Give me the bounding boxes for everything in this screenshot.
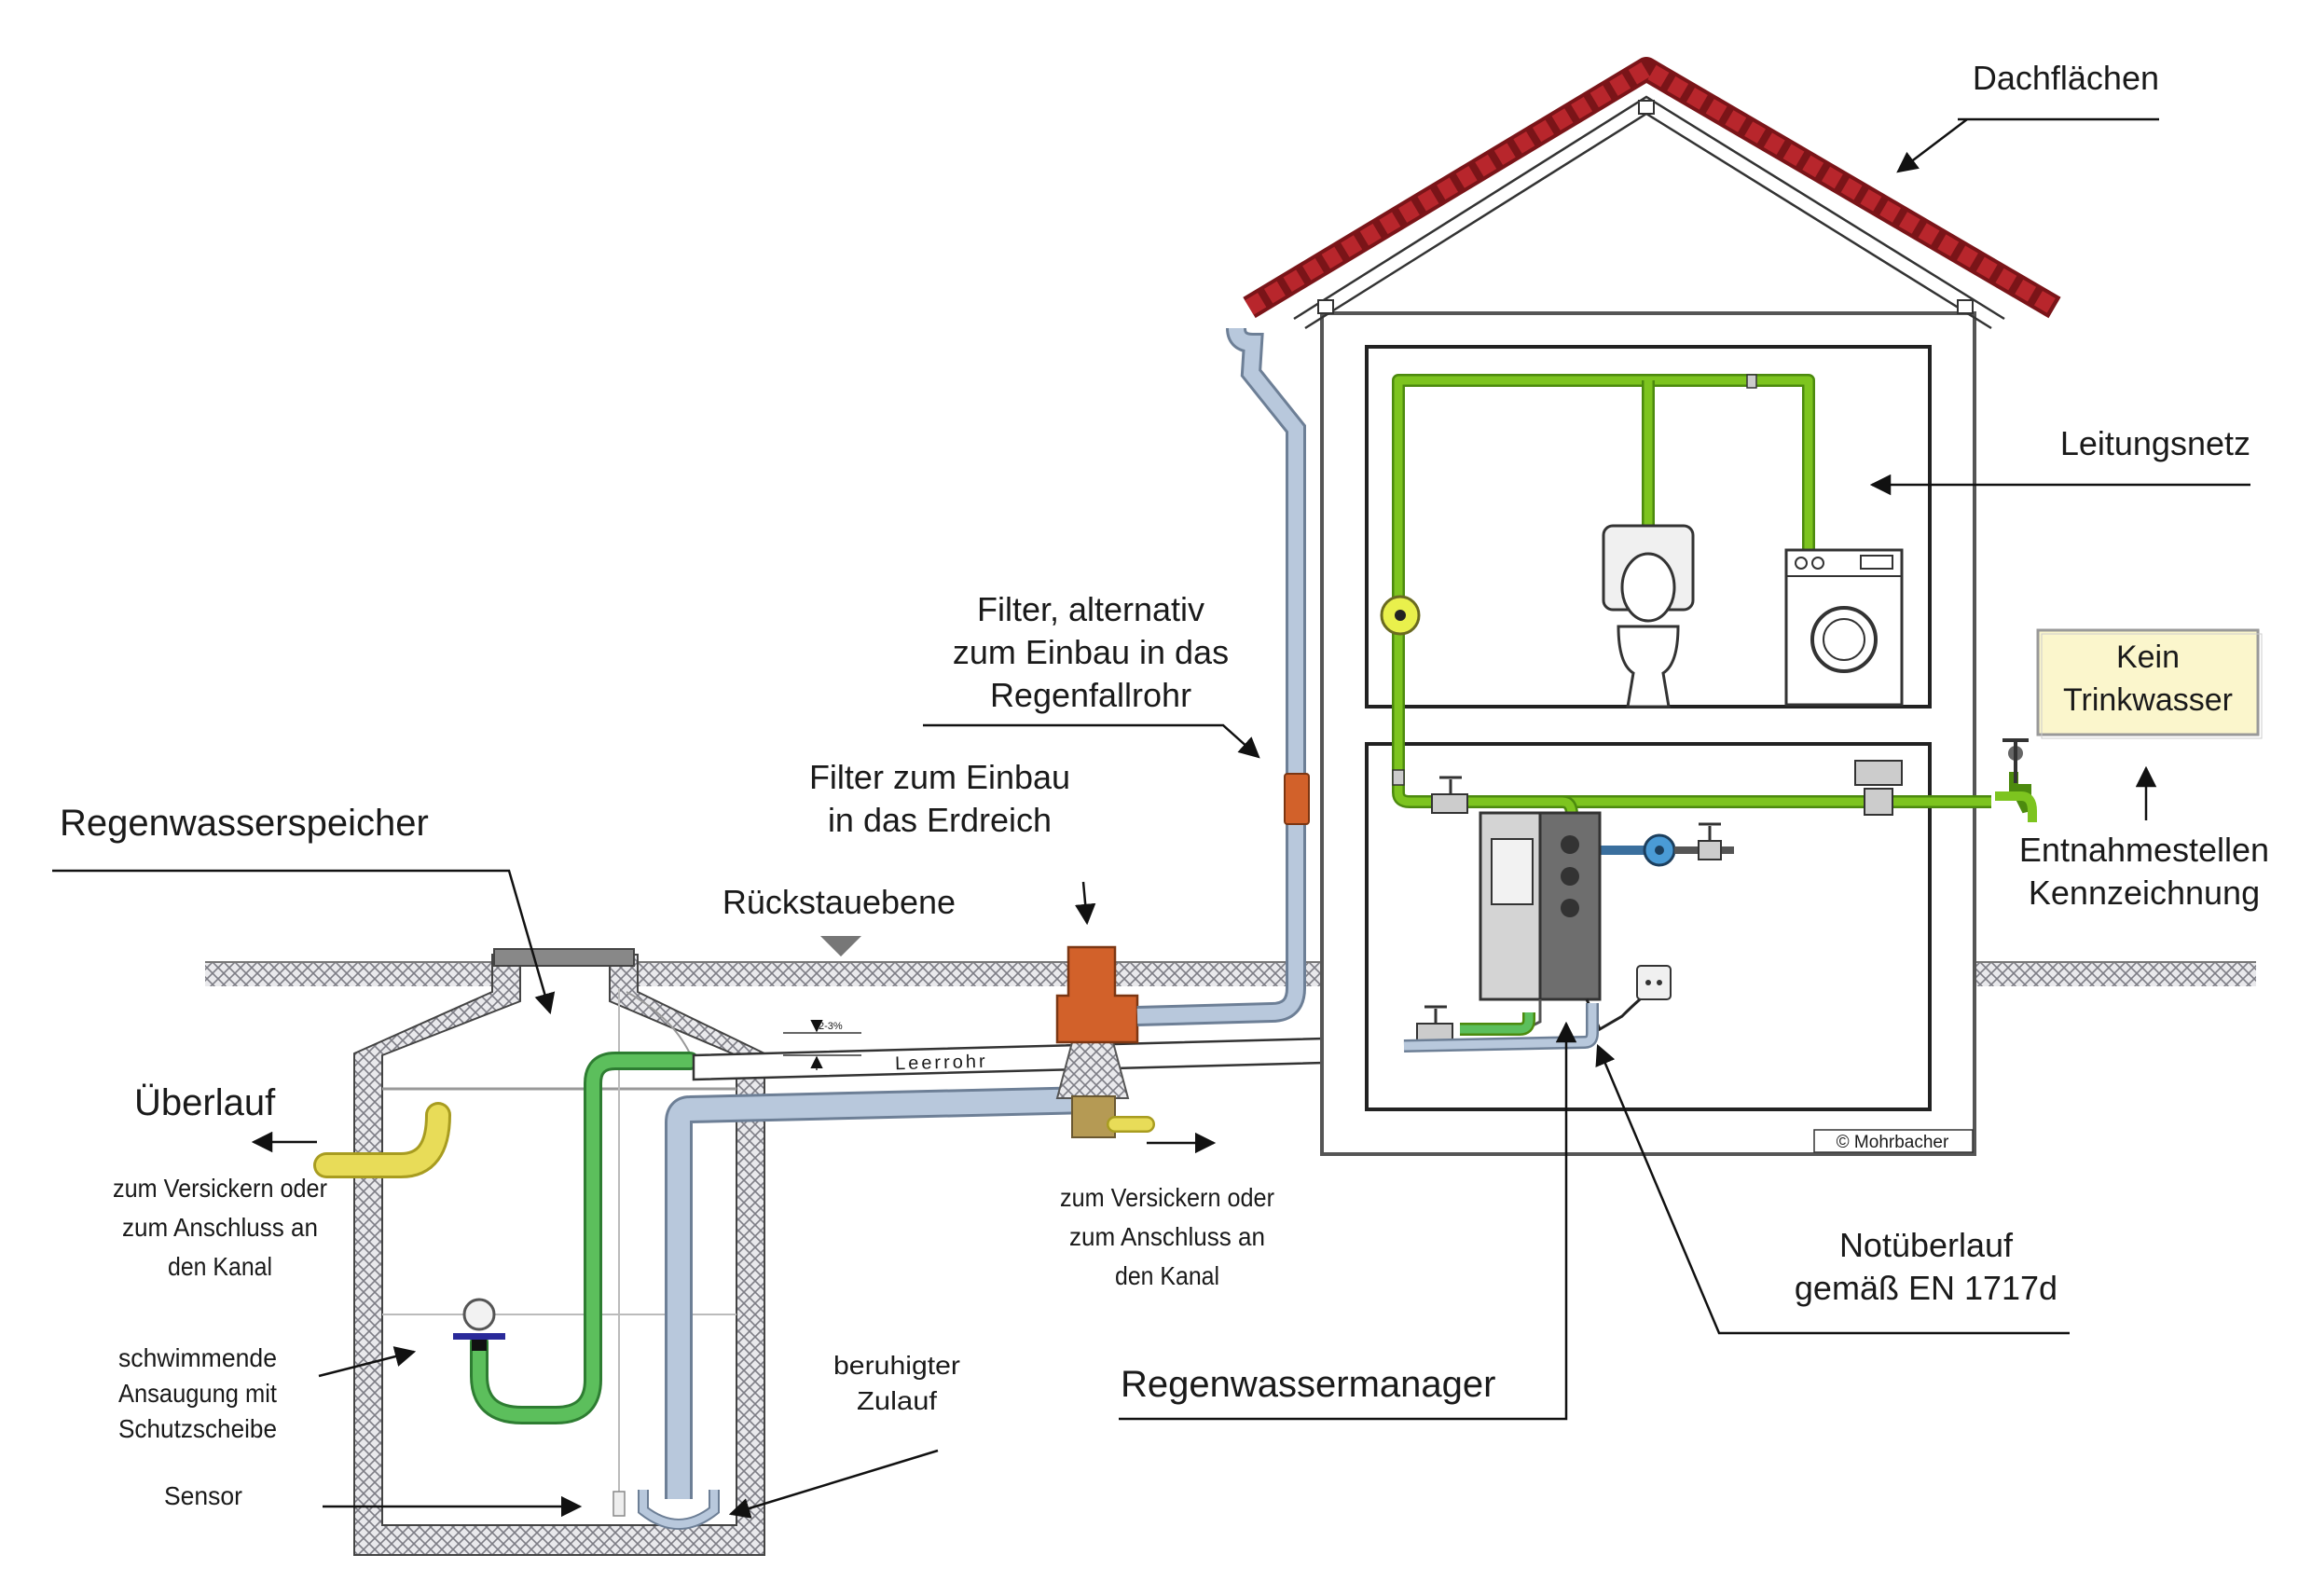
label-no-drinking-1: Kein	[2116, 640, 2180, 675]
slope-indicator	[783, 1019, 861, 1070]
label-no-drinking-2: Trinkwasser	[2063, 682, 2233, 718]
labels: Dachflächen Leitungsnetz Kein Trinkwasse…	[60, 59, 2269, 1510]
label-filter-drain-3: den Kanal	[1115, 1261, 1219, 1290]
label-backflow: Rückstauebene	[722, 883, 956, 921]
ground	[205, 961, 2256, 986]
label-copyright: © Mohrbacher	[1837, 1133, 1949, 1152]
label-empty-pipe: Leerrohr	[895, 1052, 988, 1075]
label-ground-filter-2: in das Erdreich	[828, 801, 1052, 839]
label-filter-drain-1: zum Versickern oder	[1060, 1183, 1274, 1212]
protection-disc	[453, 1333, 505, 1340]
label-tap-marking-2: Kennzeichnung	[2029, 874, 2260, 912]
label-floating-1: schwimmende	[118, 1343, 277, 1372]
label-sensor: Sensor	[164, 1481, 242, 1510]
label-tank-drain-1: zum Versickern oder	[113, 1174, 327, 1203]
label-calm-2: Zulauf	[857, 1386, 937, 1415]
label-tank-drain-3: den Kanal	[168, 1252, 272, 1281]
empty-pipe	[692, 1029, 1402, 1081]
washing-machine-icon	[1784, 548, 1904, 707]
tank-lid	[493, 948, 635, 967]
leader-lines	[52, 117, 2250, 1519]
label-manager: Regenwassermanager	[1121, 1364, 1495, 1405]
power-socket-icon	[1636, 965, 1672, 1000]
downpipe	[1136, 327, 1310, 1026]
overflow-pipe	[313, 1102, 451, 1178]
label-floating-2: Ansaugung mit	[118, 1379, 277, 1408]
label-emergency-1: Notüberlauf	[1839, 1226, 2014, 1264]
label-slope: 2-3%	[819, 1021, 843, 1032]
label-downpipe-filter-1: Filter, alternativ	[977, 590, 1204, 628]
label-downpipe-filter-2: zum Einbau in das	[953, 633, 1229, 671]
label-storage: Regenwasserspeicher	[60, 803, 429, 844]
backflow-level-marker	[820, 936, 861, 956]
no-drinking-water-sign	[2036, 628, 2263, 739]
label-network: Leitungsnetz	[2060, 424, 2250, 462]
label-tap-marking-1: Entnahmestellen	[2019, 831, 2269, 869]
tap-icon	[1854, 738, 2037, 822]
valve-icon-2	[1416, 1005, 1453, 1043]
float	[462, 1298, 496, 1331]
sensor-probe	[612, 1491, 626, 1517]
calm-inflow-pipe	[638, 1086, 1092, 1530]
label-floating-3: Schutzscheibe	[118, 1414, 277, 1443]
label-tank-drain-2: zum Anschluss an	[122, 1213, 318, 1242]
label-emergency-2: gemäß EN 1717d	[1795, 1269, 2057, 1307]
label-downpipe-filter-3: Regenfallrohr	[990, 676, 1191, 714]
label-filter-drain-2: zum Anschluss an	[1069, 1222, 1265, 1251]
drinking-water-connection	[1600, 822, 1734, 867]
downpipe-filter	[1284, 773, 1310, 825]
label-roof: Dachflächen	[1973, 59, 2159, 97]
label-overflow: Überlauf	[134, 1082, 276, 1123]
label-ground-filter-1: Filter zum Einbau	[809, 758, 1070, 796]
toilet-icon	[1602, 524, 1695, 709]
pipe-network	[1380, 374, 1991, 816]
rainwater-tank	[353, 948, 765, 1556]
valve-icon	[1431, 776, 1468, 814]
rainwater-manager-unit	[1403, 811, 1672, 1053]
ground-filter	[1055, 945, 1155, 1138]
tank-suction-hose	[453, 1052, 699, 1424]
label-calm-1: beruhigter	[833, 1351, 960, 1380]
